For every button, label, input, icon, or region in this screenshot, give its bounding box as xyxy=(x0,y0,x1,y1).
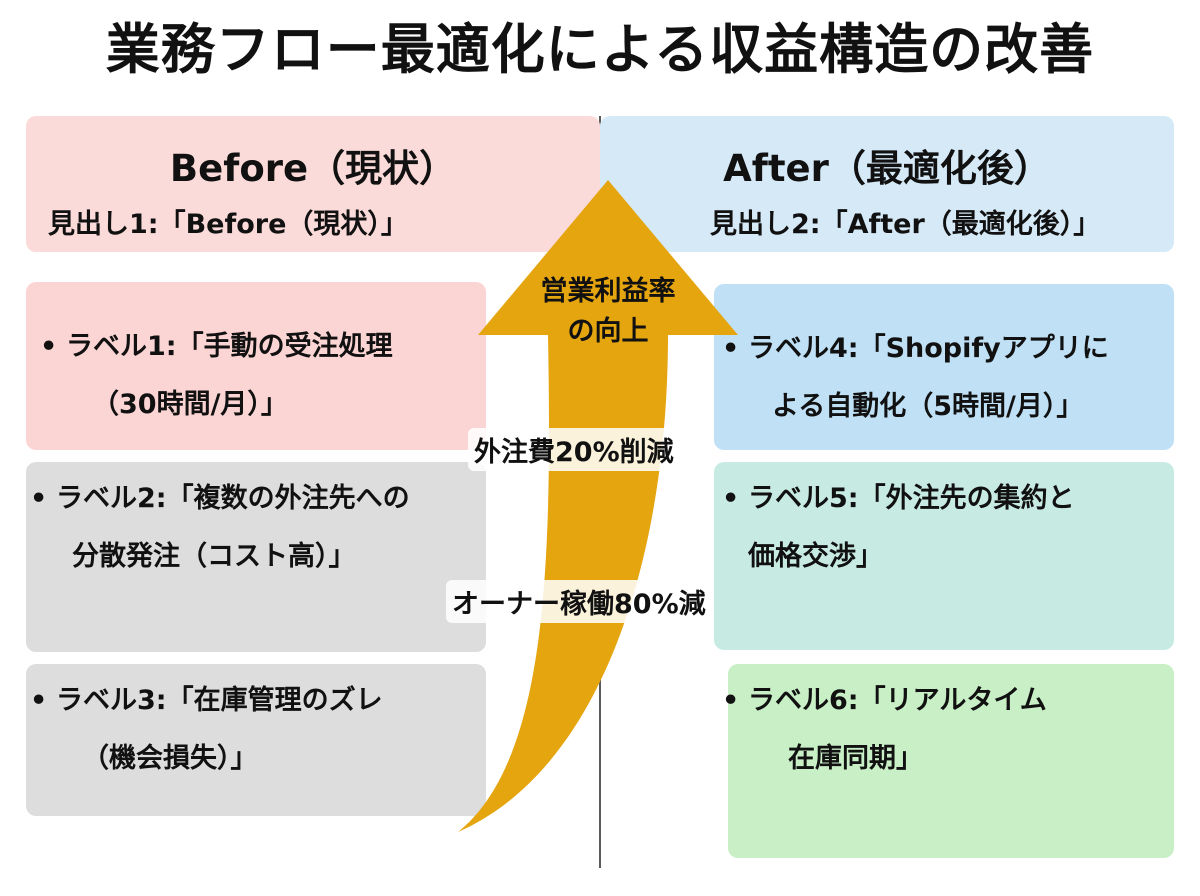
after-item-box-6 xyxy=(728,664,1174,858)
after-item-4-line2: よる自動化（5時間/月）」 xyxy=(772,391,1084,422)
before-item-box-1 xyxy=(26,282,486,450)
after-item-box-4 xyxy=(714,284,1174,450)
after-item-6-line1: ラベル6:「リアルタイム xyxy=(748,685,1047,716)
after-item-box-5 xyxy=(714,462,1174,650)
after-item-5-line1: ラベル5:「外注先の集約と xyxy=(748,483,1075,514)
before-heading: Before（現状） xyxy=(169,147,457,190)
bullet: • xyxy=(722,483,740,514)
after-heading: After（最適化後） xyxy=(723,147,1051,190)
before-header: Before（現状） 見出し1:「Before（現状）」 xyxy=(26,116,600,252)
after-item-6: • ラベル6:「リアルタイム 在庫同期」 xyxy=(722,672,1047,788)
before-item-2-line2: 分散発注（コスト高）」 xyxy=(72,541,356,572)
before-item-1-line1: ラベル1:「手動の受注処理 xyxy=(66,331,393,362)
tag-owner-reduction: オーナー稼働80%減 xyxy=(446,580,712,623)
after-item-5: • ラベル5:「外注先の集約と 価格交渉」 xyxy=(722,470,1075,586)
before-subheading: 見出し1:「Before（現状）」 xyxy=(48,209,408,240)
before-item-box-3 xyxy=(26,664,486,816)
page-title: 業務フロー最適化による収益構造の改善 xyxy=(105,18,1095,81)
arrow-label: 営業利益率 の向上 xyxy=(508,272,708,352)
after-item-5-line2: 価格交渉」 xyxy=(748,541,883,572)
before-item-box-2 xyxy=(26,462,486,652)
before-item-1: • ラベル1:「手動の受注処理 （30時間/月）」 xyxy=(40,318,393,434)
before-item-2: • ラベル2:「複数の外注先への 分散発注（コスト高）」 xyxy=(30,470,410,586)
bullet: • xyxy=(722,685,740,716)
bullet: • xyxy=(722,333,740,364)
bullet: • xyxy=(40,331,58,362)
before-item-2-line1: ラベル2:「複数の外注先への xyxy=(56,483,410,514)
after-item-4: • ラベル4:「Shopifyアプリに よる自動化（5時間/月）」 xyxy=(722,320,1109,436)
before-item-3-line1: ラベル3:「在庫管理のズレ xyxy=(56,685,383,716)
before-item-1-line2: （30時間/月）」 xyxy=(92,389,288,420)
before-item-3: • ラベル3:「在庫管理のズレ （機会損失）」 xyxy=(30,672,383,788)
growth-arrow-shape xyxy=(458,180,738,832)
arrow-label-line1: 営業利益率 xyxy=(540,276,676,307)
bullet: • xyxy=(30,685,48,716)
before-item-3-line2: （機会損失）」 xyxy=(82,743,258,774)
after-header: After（最適化後） 見出し2:「After（最適化後）」 xyxy=(600,116,1174,252)
tag-cost-reduction: 外注費20%削減 xyxy=(468,428,680,471)
arrow-label-line2: の向上 xyxy=(567,316,649,347)
bullet: • xyxy=(30,483,48,514)
after-item-4-line1: ラベル4:「Shopifyアプリに xyxy=(748,333,1109,364)
after-item-6-line2: 在庫同期」 xyxy=(788,743,923,774)
after-subheading: 見出し2:「After（最適化後）」 xyxy=(710,209,1101,240)
